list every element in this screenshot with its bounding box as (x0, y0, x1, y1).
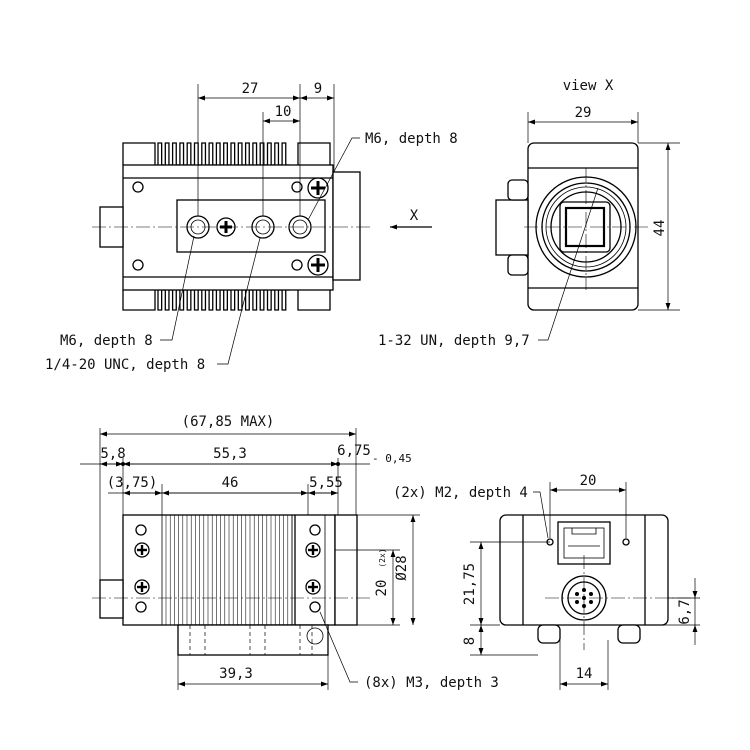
fin-profile (157, 142, 290, 166)
dim-label-27: 27 (242, 81, 259, 97)
cross-screw-icon (307, 254, 329, 276)
dim-label-2x: (2x) (378, 548, 387, 567)
front-cap-top-left (122, 142, 156, 165)
leader-m6-bottom (160, 235, 195, 341)
corner-screw-icon (291, 259, 303, 271)
cooling-fins-top (157, 142, 290, 166)
note-thread: 1-32 UN, depth 9,7 (378, 333, 530, 349)
front-cap-bottom-left (122, 290, 156, 311)
dim-label-20: 20 (374, 580, 390, 597)
leader-unc (217, 237, 261, 365)
dim-label-29: 29 (575, 105, 592, 121)
dim-label-5-55: 5,55 (309, 475, 343, 491)
fin-profile (157, 289, 290, 311)
heatsink-fins (165, 515, 293, 625)
dim-label-44: 44 (652, 220, 668, 237)
front-cap-top-right (297, 142, 331, 165)
cooling-fins-bottom (157, 289, 290, 311)
dim-label-6-75: 6,75 (337, 443, 371, 459)
corner-screw-icon (132, 259, 144, 271)
note-m6-bottom: M6, depth 8 (60, 333, 153, 349)
dim-label-46: 46 (222, 475, 239, 491)
rear-foot (617, 624, 641, 644)
cross-screw-icon (134, 542, 150, 558)
tolerance-label: - 0,45 (372, 452, 412, 465)
front-cap-bottom-right (297, 290, 331, 311)
dim-label-10: 10 (275, 104, 292, 120)
m3-hole-hidden (306, 627, 324, 645)
note-m3: (8x) M3, depth 3 (364, 675, 499, 691)
dim-label-9: 9 (314, 81, 322, 97)
dim-label-3-75: (3,75) (107, 475, 158, 491)
corner-screw-icon (291, 181, 303, 193)
dim-label-21-75: 21,75 (462, 563, 478, 605)
bottom-view: (67,85 MAX) 5,8 55,3 6,75 - 0,45 (3,75) … (80, 414, 499, 691)
dim-label-55-3: 55,3 (213, 446, 247, 462)
side-connector-nub (507, 254, 529, 276)
note-unc: 1/4-20 UNC, depth 8 (45, 357, 205, 373)
leader-m2 (533, 491, 549, 539)
dim-label-5-8: 5,8 (100, 446, 125, 462)
dim-label-6-7: 6,7 (677, 599, 693, 624)
bottom-connector (99, 579, 124, 619)
dim-label-14: 14 (576, 666, 593, 682)
view-arrow-label: X (410, 208, 419, 224)
leader-m3 (319, 611, 358, 683)
note-m6-top: M6, depth 8 (365, 131, 458, 147)
side-view-x: view X 29 44 1-32 UN, depth 9,7 (378, 78, 680, 349)
rear-view: 20 (2x) M2, depth 4 21,75 8 6,7 14 (393, 473, 700, 690)
cross-screw-icon (307, 177, 329, 199)
dim-label-max: (67,85 MAX) (182, 414, 275, 430)
front-lens-mount (332, 171, 361, 281)
side-connector-nub (507, 179, 529, 201)
leader-thread (538, 187, 599, 341)
cross-screw-icon (305, 579, 321, 595)
view-label: view X (563, 78, 614, 94)
front-view: 27 9 10 M6, depth 8 M6, depth 8 1/4-20 U… (45, 81, 458, 373)
m3-hole-icon (309, 524, 321, 536)
bottom-lens-mount (334, 514, 358, 626)
m3-hole-icon (309, 601, 321, 613)
m3-hole-icon (135, 601, 147, 613)
rear-foot (537, 624, 561, 644)
dim-label-20: 20 (580, 473, 597, 489)
cross-screw-icon (305, 542, 321, 558)
side-connector (495, 199, 529, 256)
dim-label-39-3: 39,3 (219, 666, 253, 682)
note-m2: (2x) M2, depth 4 (393, 485, 528, 501)
mounting-plate (176, 199, 326, 253)
corner-screw-icon (132, 181, 144, 193)
dim-label-d28: Ø28 (394, 555, 410, 580)
m3-hole-icon (135, 524, 147, 536)
dim-label-8: 8 (462, 637, 478, 645)
bottom-foot (177, 624, 329, 656)
leader-m6-top (307, 137, 360, 221)
m2-hole-icon (622, 538, 630, 546)
cross-screw-icon (134, 579, 150, 595)
